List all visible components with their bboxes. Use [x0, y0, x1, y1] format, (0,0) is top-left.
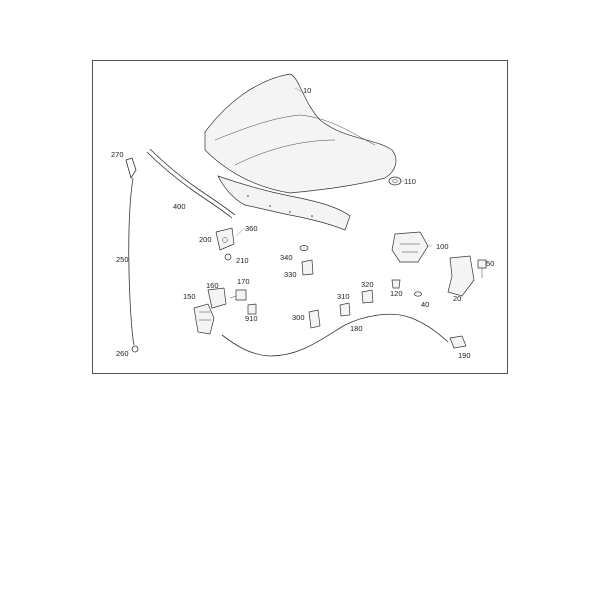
- part-320: [361, 289, 374, 304]
- hinge-20-part: [447, 255, 475, 297]
- callout-180: 180: [350, 324, 363, 333]
- callout-200: 200: [199, 235, 212, 244]
- callout-320: 320: [361, 280, 374, 289]
- callout-10: 10: [303, 86, 311, 95]
- part-160: [207, 287, 227, 309]
- callout-110: 110: [404, 177, 416, 186]
- callout-250: 250: [116, 255, 129, 264]
- callout-50: 50: [486, 259, 494, 268]
- callout-910: 910: [245, 314, 258, 323]
- callout-190: 190: [458, 351, 471, 360]
- part-300: [308, 309, 321, 329]
- leader-lines: [235, 87, 486, 265]
- callout-160: 160: [206, 281, 219, 290]
- callout-330: 330: [284, 270, 297, 279]
- callout-20: 20: [453, 294, 461, 303]
- hood-insulation-part: [217, 175, 351, 231]
- part-120: [391, 279, 401, 289]
- part-910: [247, 303, 257, 315]
- part-330: [301, 259, 314, 276]
- part-190: [449, 335, 467, 349]
- callout-360: 360: [245, 224, 258, 233]
- part-40: [414, 291, 422, 297]
- callout-100: 100: [436, 242, 449, 251]
- callout-150: 150: [183, 292, 196, 301]
- callout-300: 300: [292, 313, 305, 322]
- callout-400: 400: [173, 202, 186, 211]
- hood-part: [204, 73, 397, 194]
- part-50: [477, 259, 487, 278]
- clip-210: [224, 253, 232, 261]
- bracket-200: [215, 227, 235, 251]
- part-110: [388, 176, 402, 186]
- callout-270: 270: [111, 150, 124, 159]
- callout-260: 260: [116, 349, 129, 358]
- part-170: [229, 289, 247, 301]
- release-cable-part: [125, 157, 139, 353]
- lock-150-part: [193, 303, 215, 335]
- callout-120: 120: [390, 289, 403, 298]
- front-cable-part: [221, 313, 449, 357]
- part-310: [339, 302, 351, 317]
- seal-strip-part: [146, 148, 236, 219]
- callout-310: 310: [337, 292, 350, 301]
- part-340: [299, 245, 309, 251]
- callout-210: 210: [236, 256, 249, 265]
- callout-170: 170: [237, 277, 250, 286]
- callout-40: 40: [421, 300, 429, 309]
- hinge-100-part: [391, 231, 429, 263]
- callout-340: 340: [280, 253, 293, 262]
